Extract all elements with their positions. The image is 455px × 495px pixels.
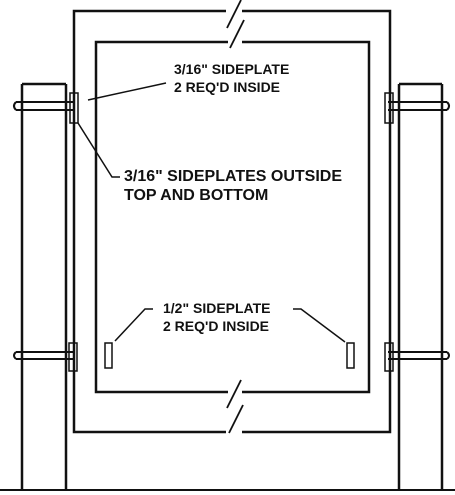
top-break-symbol [226,0,245,49]
right-top-sideplate [384,92,394,124]
leader-sideplates-outside [77,122,120,178]
left-upper-clamp [13,101,74,111]
right-post [397,82,444,490]
right-lower-clamp [388,351,450,360]
label-sideplate-bottom-line2: 2 REQ'D INSIDE [163,318,269,334]
leader-sideplate-bottom-left [114,308,153,342]
bottom-break-symbol [226,379,244,434]
label-sideplate-top-line2: 2 REQ'D INSIDE [174,79,280,95]
label-sideplates-outside-line2: TOP AND BOTTOM [124,187,268,204]
left-lower-clamp [13,351,74,360]
label-sideplate-top-line1: 3/16" SIDEPLATE [174,61,289,77]
inner-gate-frame [94,40,371,394]
outer-gate-frame [72,9,392,434]
leader-sideplate-top [87,82,167,101]
leader-sideplate-bottom-right [293,308,346,343]
left-inner-half-inch-sideplate [104,342,113,369]
label-sideplates-outside-line1: 3/16" SIDEPLATES OUTSIDE [124,168,342,185]
right-bottom-sideplate [384,342,394,372]
right-upper-clamp [388,101,450,111]
left-top-sideplate [69,92,79,124]
left-bottom-sideplate [68,342,78,372]
left-post [20,82,68,490]
label-sideplate-bottom-line1: 1/2" SIDEPLATE [163,300,271,316]
right-inner-half-inch-sideplate [346,342,355,369]
